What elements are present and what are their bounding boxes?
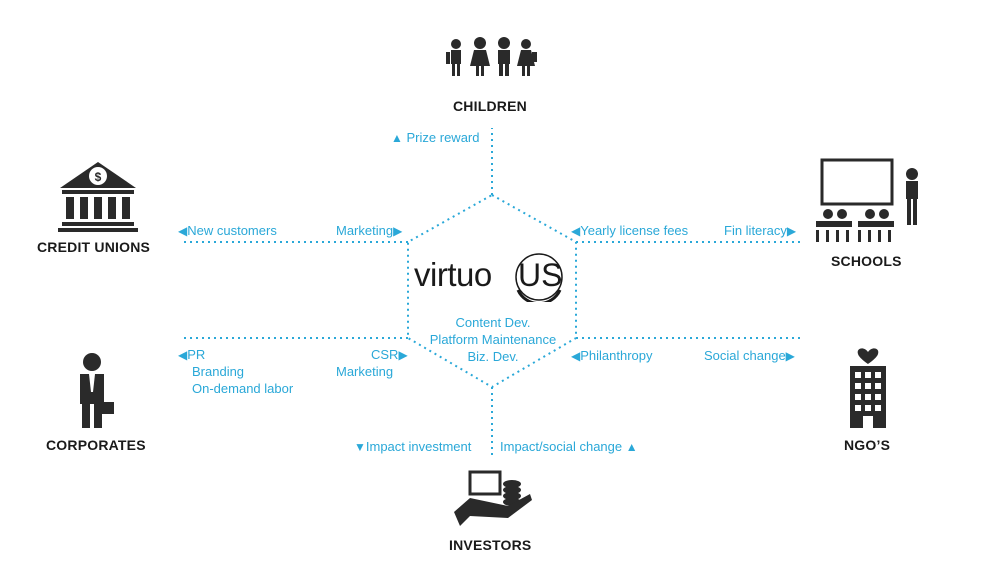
flow-yearly-license-fees: ◀Yearly license fees	[571, 223, 688, 239]
service-biz-dev: Biz. Dev.	[467, 349, 519, 364]
service-platform-maintenance: Platform Maintenance	[429, 332, 557, 347]
flow-prize-reward-text: Prize reward	[406, 130, 480, 145]
entity-credit-unions: CREDIT UNIONS	[37, 239, 151, 255]
flow-marketing-cu: Marketing▶	[336, 223, 402, 239]
entity-children: CHILDREN	[453, 98, 527, 114]
flow-pr-text: PR	[187, 347, 206, 362]
right-triangle-icon: ▶	[393, 224, 403, 238]
svg-text:$: $	[95, 170, 102, 184]
flow-csr-text: CSR	[371, 347, 399, 362]
right-triangle-icon: ▶	[785, 349, 795, 363]
building-heart-icon	[850, 348, 886, 428]
bank-icon: $	[58, 162, 138, 232]
connector-lines	[180, 128, 800, 456]
entity-ngos: NGO’S	[844, 437, 891, 453]
flow-impact-social-change-text: Impact/social change	[500, 439, 623, 454]
entity-schools: SCHOOLS	[831, 253, 902, 269]
flow-prize-reward: ▲ Prize reward	[391, 130, 479, 146]
flow-impact-investment: ▼Impact investment	[354, 439, 471, 455]
children-icon	[446, 37, 537, 76]
left-triangle-icon: ◀	[571, 349, 581, 363]
right-triangle-icon: ▶	[398, 348, 408, 362]
flow-branding: Branding	[192, 364, 245, 379]
coins-hand-icon	[454, 470, 532, 526]
right-triangle-icon: ▶	[786, 224, 797, 238]
left-triangle-icon: ◀	[178, 224, 188, 238]
up-triangle-icon: ▲	[625, 440, 638, 454]
flow-philanthropy: ◀Philanthropy	[571, 348, 653, 364]
service-content-dev: Content Dev.	[455, 315, 531, 330]
left-triangle-icon: ◀	[178, 348, 188, 362]
flow-fin-literacy: Fin literacy▶	[724, 223, 796, 239]
flow-csr: CSR▶	[371, 347, 408, 363]
flow-marketing-corp: Marketing	[336, 364, 394, 379]
classroom-icon	[816, 158, 918, 242]
flow-marketing-cu-text: Marketing	[336, 223, 394, 238]
flow-pr: ◀PR	[178, 347, 205, 363]
flow-social-change: Social change▶	[704, 348, 795, 364]
flow-fin-literacy-text: Fin literacy	[724, 223, 787, 238]
left-triangle-icon: ◀	[571, 224, 581, 238]
logo-text-us: US	[518, 257, 563, 293]
flow-philanthropy-text: Philanthropy	[580, 348, 653, 363]
flow-social-change-text: Social change	[704, 348, 786, 363]
flow-yearly-license-fees-text: Yearly license fees	[580, 223, 689, 238]
flow-impact-investment-text: Impact investment	[365, 439, 472, 454]
up-triangle-icon: ▲	[391, 131, 403, 145]
flow-new-customers: ◀New customers	[178, 223, 277, 239]
down-triangle-icon: ▼	[354, 440, 366, 454]
entity-investors: INVESTORS	[449, 537, 532, 553]
virtuous-logo: virtuo US	[414, 252, 574, 302]
logo-circle	[515, 253, 563, 302]
businessman-icon	[80, 353, 114, 428]
flow-new-customers-text: New customers	[187, 223, 277, 238]
flow-on-demand-labor: On-demand labor	[192, 381, 294, 396]
flow-impact-social-change: Impact/social change ▲	[500, 439, 638, 455]
entity-corporates: CORPORATES	[46, 437, 146, 453]
logo-text-virtuo: virtuo	[414, 256, 492, 293]
